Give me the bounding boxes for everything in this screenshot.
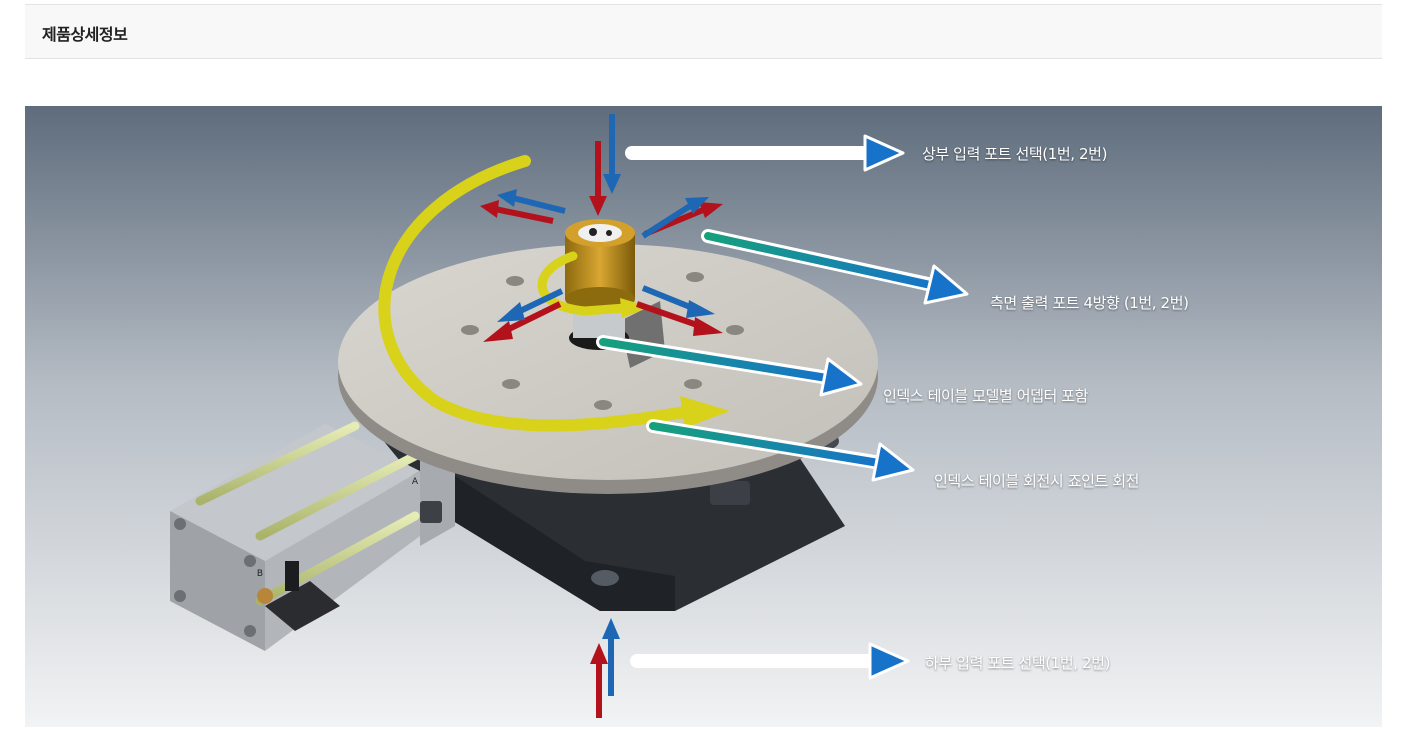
rotary-joint-body: [565, 219, 635, 350]
callout-arrow-side-output: [701, 229, 969, 305]
callout-arrows: [596, 134, 969, 680]
cylinder-marker-b: B: [257, 569, 263, 579]
section-title: 제품상세정보: [42, 25, 128, 44]
cylinder-marker-a: A: [412, 477, 419, 487]
callout-top-input: 상부 입력 포트 선택(1번, 2번): [922, 145, 1108, 163]
product-detail-figure: A B: [25, 106, 1382, 727]
pneumatic-cylinder: A B: [170, 421, 455, 651]
side-output-arrows: [480, 189, 723, 342]
callout-arrow-adapter: [596, 335, 863, 397]
section-header: 제품상세정보: [25, 4, 1382, 59]
callout-adapter: 인덱스 테이블 모델별 어뎁터 포함: [883, 387, 1089, 405]
callout-arrow-rotation: [646, 419, 915, 482]
callout-rotation: 인덱스 테이블 회전시 죠인트 회전: [934, 472, 1140, 490]
rotary-joint-illustration: A B: [25, 106, 1382, 727]
callout-arrow-top-input: [625, 134, 905, 172]
top-input-arrows: [589, 114, 621, 216]
rotation-arrows: [378, 155, 730, 432]
callout-arrow-bottom-input: [630, 642, 910, 680]
callout-side-output: 측면 출력 포트 4방향 (1번, 2번): [990, 294, 1189, 312]
bottom-input-arrows: [590, 618, 620, 718]
callout-bottom-input: 하부 입력 포트 선택(1번, 2번): [925, 654, 1111, 672]
